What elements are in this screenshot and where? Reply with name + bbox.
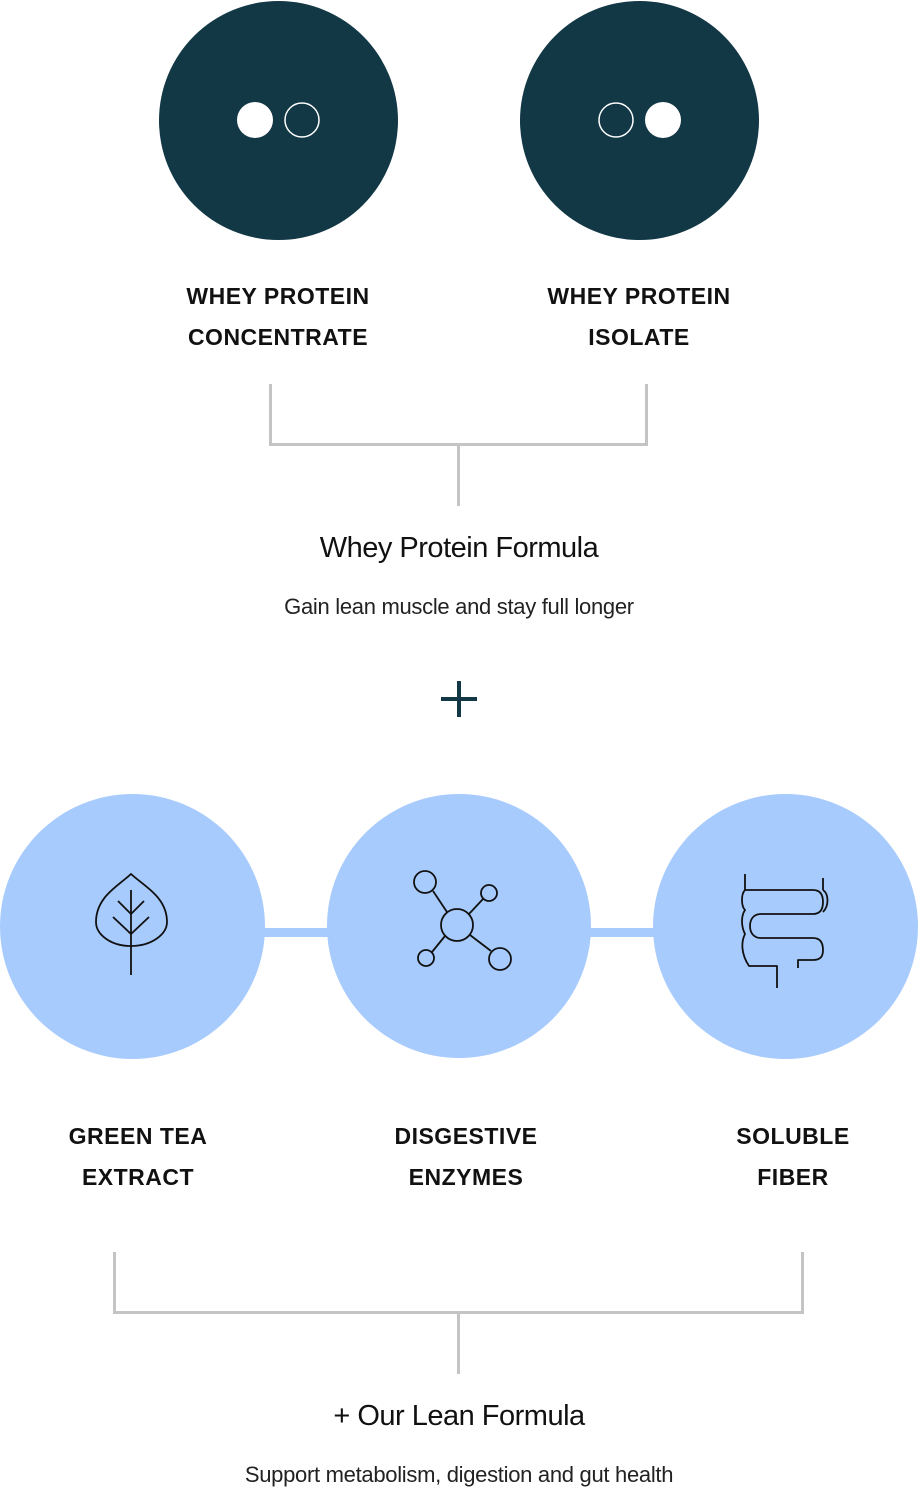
- whey-isolate-circle: [520, 1, 759, 240]
- protein-formula-subtitle: Gain lean muscle and stay full longer: [284, 594, 634, 619]
- plus-icon: [441, 681, 477, 717]
- soluble-fiber-label: SOLUBLE FIBER: [736, 1123, 850, 1190]
- lean-formula-subtitle: Support metabolism, digestion and gut he…: [244, 1462, 674, 1487]
- molecule-icon: [413, 870, 512, 971]
- connector-line-left: [262, 928, 330, 937]
- dots-left-filled-icon: [237, 102, 320, 138]
- whey-concentrate-label: WHEY PROTEIN CONCENTRATE: [186, 283, 370, 350]
- protein-formula-title: Whey Protein Formula: [319, 532, 599, 564]
- digestive-enzymes-circle: [327, 794, 591, 1058]
- whey-isolate-label: WHEY PROTEIN ISOLATE: [547, 283, 731, 350]
- leaf-icon: [95, 872, 168, 975]
- green-tea-circle: [0, 794, 265, 1059]
- green-tea-label: GREEN TEA EXTRACT: [68, 1123, 208, 1190]
- connector-line-right: [588, 928, 656, 937]
- soluble-fiber-circle: [653, 794, 918, 1059]
- dots-right-filled-icon: [598, 102, 681, 138]
- lean-formula-title: + Our Lean Formula: [333, 1400, 585, 1432]
- digestive-enzymes-label: DISGESTIVE ENZYMES: [394, 1123, 538, 1190]
- whey-concentrate-circle: [159, 1, 398, 240]
- intestine-icon: [741, 874, 829, 988]
